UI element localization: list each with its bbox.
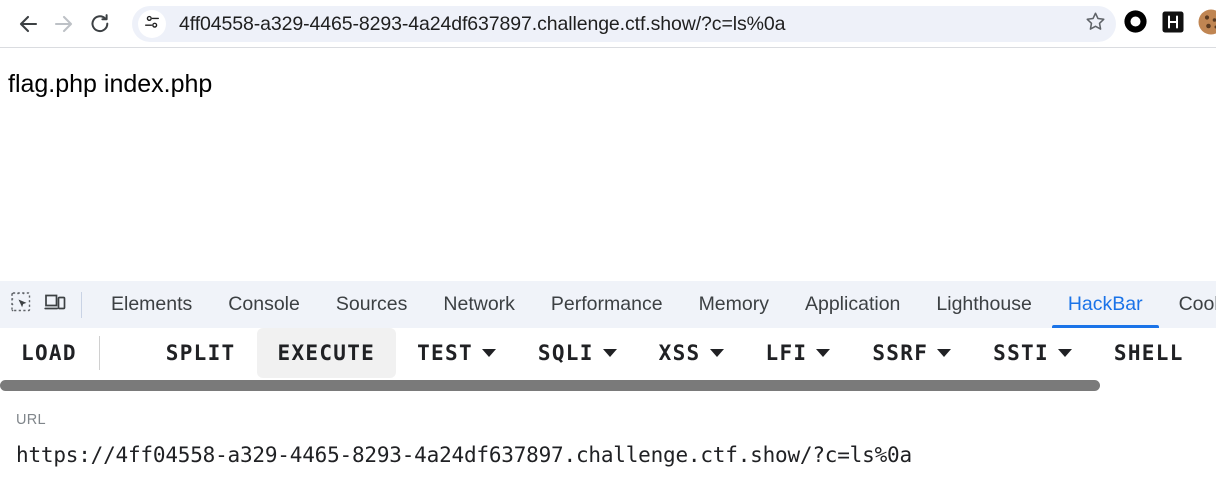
chevron-down-icon — [481, 349, 496, 357]
page-body-text: flag.php index.php — [8, 70, 213, 98]
reload-button[interactable] — [82, 6, 118, 42]
device-toolbar-icon — [44, 291, 66, 318]
extension-icons — [1116, 0, 1216, 48]
url-input[interactable]: https://4ff04558-a329-4465-8293-4a24df63… — [16, 443, 912, 467]
devtools-tab-bar: Elements Console Sources Network Perform… — [0, 281, 1216, 328]
chevron-down-icon — [709, 349, 724, 357]
bookmark-star-icon — [1084, 10, 1107, 38]
bookmark-button[interactable] — [1079, 8, 1111, 40]
tab-console[interactable]: Console — [228, 293, 300, 315]
hackbar-ssrf-label: SSRF — [872, 341, 929, 365]
hackbar-split-button[interactable]: SPLIT — [165, 341, 236, 365]
toolbar-divider — [0, 47, 1216, 48]
hackbar-fields: URL https://4ff04558-a329-4465-8293-4a24… — [0, 393, 1216, 467]
hackbar-test-button[interactable]: TEST — [396, 328, 517, 378]
devtools-panel: Elements Console Sources Network Perform… — [0, 281, 1216, 492]
forward-arrow-icon — [52, 12, 76, 36]
hackbar-lfi-label: LFI — [765, 341, 808, 365]
tab-application[interactable]: Application — [804, 293, 901, 315]
address-bar-url-text[interactable]: 4ff04558-a329-4465-8293-4a24df637897.cha… — [179, 13, 786, 35]
tab-elements[interactable]: Elements — [111, 293, 193, 315]
hackbar-load-dropdown-button[interactable] — [101, 328, 145, 378]
page-viewport: flag.php index.php — [0, 48, 1216, 281]
hackbar-load-button[interactable]: LOAD — [21, 341, 77, 365]
device-toolbar-button[interactable] — [38, 288, 72, 322]
hackbar-extension-icon — [1161, 10, 1185, 39]
tab-network[interactable]: Network — [443, 293, 515, 315]
hackbar-ssrf-button[interactable]: SSRF — [851, 328, 972, 378]
hackbar-scrollbar-thumb[interactable] — [0, 380, 1100, 391]
hackbar-test-label: TEST — [417, 341, 473, 365]
browser-toolbar: 4ff04558-a329-4465-8293-4a24df637897.cha… — [0, 0, 1216, 48]
cookie-extension-button[interactable] — [1192, 5, 1216, 43]
tab-hackbar[interactable]: HackBar — [1050, 281, 1161, 328]
tab-lighthouse[interactable]: Lighthouse — [936, 293, 1032, 315]
hackbar-xss-label: XSS — [658, 341, 701, 365]
devtools-toolbar-divider — [81, 291, 82, 318]
ring-extension-icon — [1122, 8, 1149, 40]
address-bar[interactable]: 4ff04558-a329-4465-8293-4a24df637897.cha… — [132, 6, 1116, 42]
inspect-element-icon — [10, 291, 32, 318]
hackbar-extension-button[interactable] — [1154, 5, 1192, 43]
hackbar-shell-button[interactable]: SHELL — [1113, 341, 1184, 365]
forward-button[interactable] — [46, 6, 82, 42]
hackbar-execute-button[interactable]: EXECUTE — [256, 328, 397, 378]
hackbar-toolbar-scrollbar[interactable] — [0, 378, 1216, 393]
hackbar-sqli-button[interactable]: SQLI — [517, 328, 638, 378]
tab-sources[interactable]: Sources — [335, 293, 408, 315]
hackbar-sqli-label: SQLI — [537, 341, 594, 365]
chevron-down-icon — [937, 349, 952, 357]
back-button[interactable] — [10, 6, 46, 42]
chevron-down-icon — [602, 349, 617, 357]
devtools-tabs: Elements Console Sources Network Perform… — [93, 281, 1216, 328]
chevron-down-icon — [816, 349, 831, 357]
hackbar-lfi-button[interactable]: LFI — [745, 328, 852, 378]
url-field-label: URL — [16, 412, 46, 428]
hackbar-action-toolbar: LOAD SPLIT EXECUTE TEST SQLI XSS LFI SSR… — [0, 328, 1216, 378]
chevron-down-icon — [1057, 349, 1072, 357]
hackbar-load-divider — [98, 336, 100, 370]
site-settings-tune-icon — [143, 13, 161, 36]
inspect-element-button[interactable] — [4, 288, 38, 322]
site-settings-button[interactable] — [138, 10, 166, 38]
tab-memory[interactable]: Memory — [698, 293, 769, 315]
hackbar-ssti-button[interactable]: SSTI — [972, 328, 1093, 378]
ring-extension-button[interactable] — [1116, 5, 1154, 43]
back-arrow-icon — [16, 12, 40, 36]
hackbar-xss-button[interactable]: XSS — [638, 328, 745, 378]
cookie-extension-icon — [1196, 7, 1216, 42]
hackbar-ssti-label: SSTI — [993, 341, 1049, 365]
reload-icon — [88, 12, 112, 36]
tab-cookie-editor[interactable]: Cook — [1178, 293, 1216, 315]
tab-performance[interactable]: Performance — [550, 293, 663, 315]
